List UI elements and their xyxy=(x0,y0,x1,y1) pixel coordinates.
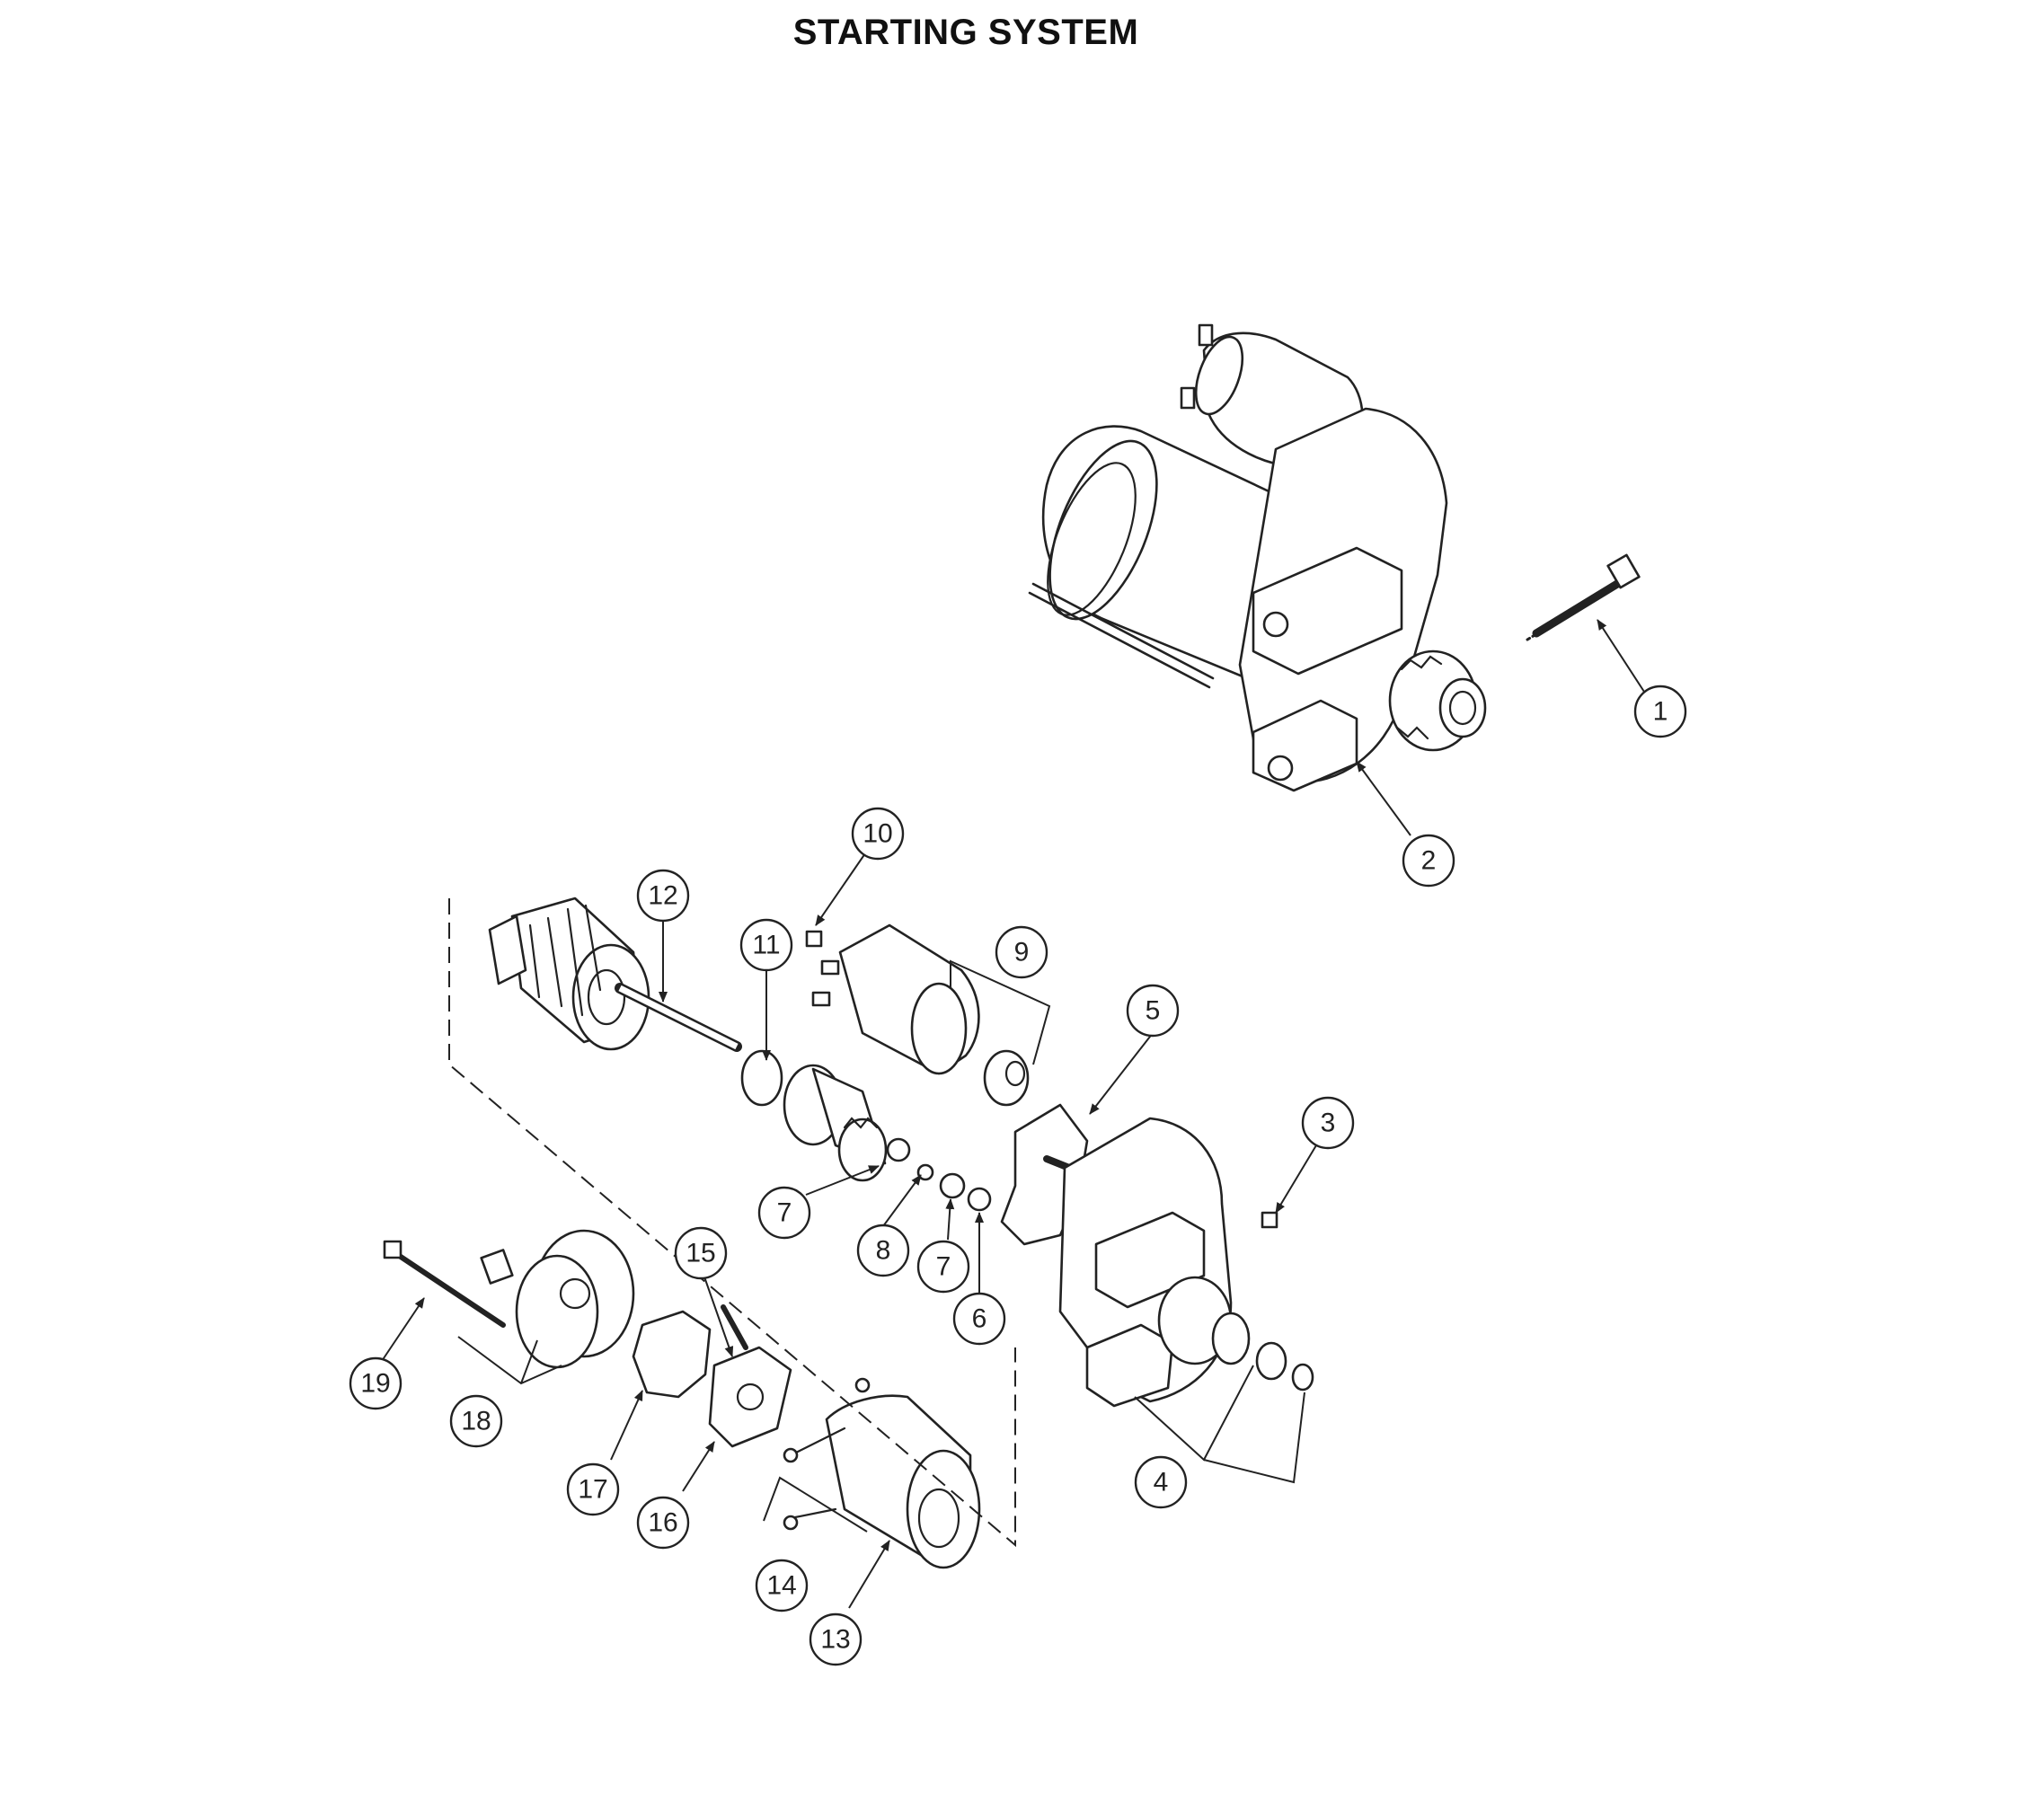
callout-6: 6 xyxy=(952,1292,1006,1346)
svg-text:2: 2 xyxy=(1421,846,1437,876)
svg-text:10: 10 xyxy=(863,819,892,849)
callout-14: 14 xyxy=(755,1559,809,1612)
starter-motor-assembly xyxy=(1028,323,1487,792)
svg-text:13: 13 xyxy=(820,1625,850,1655)
callout-17: 17 xyxy=(566,1462,620,1516)
bolt-part-1 xyxy=(1526,553,1641,641)
svg-text:9: 9 xyxy=(1014,938,1030,967)
nut-part-3 xyxy=(1261,1211,1278,1229)
washer-part-7b xyxy=(939,1172,966,1199)
washer-part-6 xyxy=(967,1187,992,1212)
yoke-part-13 xyxy=(783,1377,981,1569)
nut-part-10 xyxy=(805,930,823,948)
svg-text:4: 4 xyxy=(1154,1468,1169,1498)
group-bracket xyxy=(448,898,1016,1548)
svg-text:16: 16 xyxy=(648,1508,677,1538)
callout-13: 13 xyxy=(809,1612,863,1666)
callout-1: 1 xyxy=(1633,685,1687,738)
callout-19: 19 xyxy=(349,1356,403,1410)
svg-text:14: 14 xyxy=(766,1571,796,1601)
callout-2: 2 xyxy=(1402,834,1455,888)
callout-10: 10 xyxy=(851,807,905,861)
callout-16: 16 xyxy=(636,1496,690,1550)
callout-7b: 7 xyxy=(916,1240,970,1294)
svg-text:5: 5 xyxy=(1146,996,1161,1026)
callout-8: 8 xyxy=(856,1224,910,1277)
callout-4: 4 xyxy=(1134,1455,1188,1509)
callout-15: 15 xyxy=(674,1226,728,1280)
washer-part-7a xyxy=(886,1137,911,1162)
callout-3: 3 xyxy=(1301,1096,1355,1150)
callout-7a: 7 xyxy=(757,1186,811,1240)
callout-5: 5 xyxy=(1126,984,1180,1038)
end-frame-part-18 xyxy=(480,1229,635,1369)
svg-text:12: 12 xyxy=(648,881,677,911)
svg-text:19: 19 xyxy=(360,1369,390,1399)
drive-housing xyxy=(1058,1117,1314,1408)
through-bolt-part-19 xyxy=(383,1240,506,1328)
callout-11: 11 xyxy=(739,918,793,972)
diagram-title: STARTING SYSTEM xyxy=(792,13,1139,52)
svg-text:17: 17 xyxy=(578,1475,607,1505)
svg-text:11: 11 xyxy=(752,931,780,960)
callout-9: 9 xyxy=(995,925,1048,979)
leader-lines xyxy=(381,619,1645,1609)
solenoid-part-9 xyxy=(811,923,1030,1107)
svg-text:1: 1 xyxy=(1653,697,1668,727)
svg-text:15: 15 xyxy=(686,1239,715,1268)
snap-ring-part-8 xyxy=(916,1163,934,1181)
svg-text:3: 3 xyxy=(1321,1109,1336,1138)
callout-12: 12 xyxy=(636,869,690,923)
callout-18: 18 xyxy=(449,1394,503,1448)
svg-text:18: 18 xyxy=(461,1407,491,1436)
plate-part-17 xyxy=(632,1310,712,1399)
svg-text:7: 7 xyxy=(936,1252,951,1282)
clutch-part-11 xyxy=(740,1049,888,1182)
armature-part-12 xyxy=(488,897,742,1052)
svg-text:6: 6 xyxy=(972,1304,987,1334)
brush-holder-part-16 xyxy=(708,1304,792,1448)
svg-text:8: 8 xyxy=(876,1236,891,1266)
svg-text:7: 7 xyxy=(777,1198,792,1228)
